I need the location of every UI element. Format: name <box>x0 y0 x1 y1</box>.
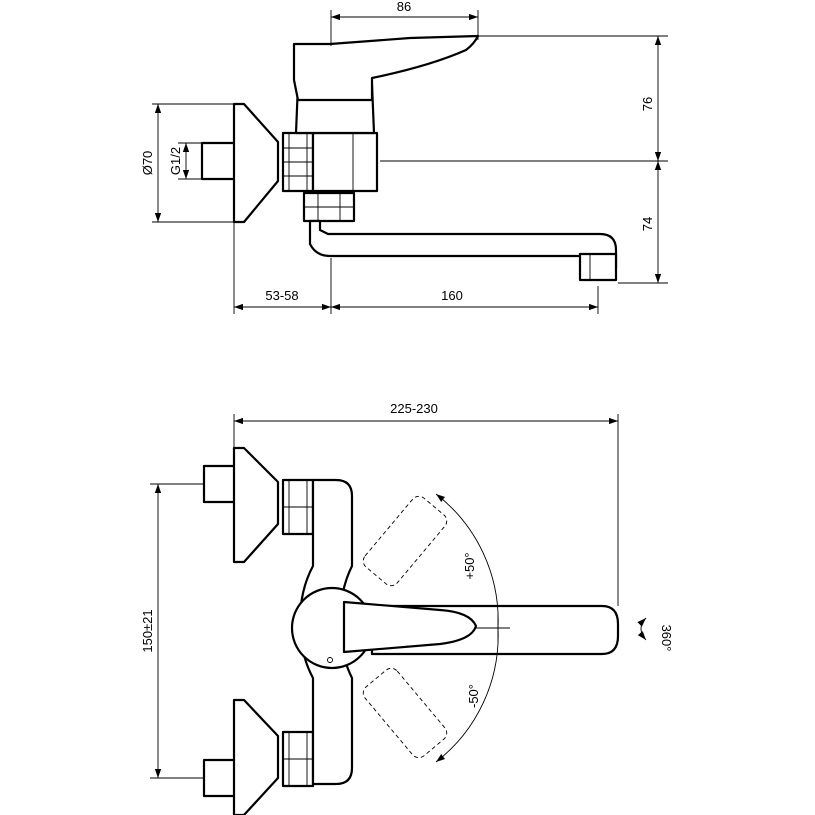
dim-height-lever: 76 <box>640 97 655 111</box>
side-view <box>200 34 618 282</box>
dim-rotation: 360° <box>659 625 674 652</box>
dim-angle-minus: -50° <box>466 684 481 708</box>
top-lower-pipe <box>202 758 238 798</box>
rotation-arrow <box>637 617 647 641</box>
side-spout <box>308 219 618 270</box>
side-inlet-pipe <box>200 141 238 181</box>
side-aerator <box>578 252 618 282</box>
angle-arc-minus <box>435 627 499 763</box>
side-rosette <box>232 102 280 224</box>
dim-angle-plus: +50° <box>462 552 477 579</box>
top-lower-rosette <box>232 698 280 815</box>
dim-lever-reach: 86 <box>397 0 411 14</box>
dim-spout-reach: 160 <box>441 288 463 303</box>
dim-height-spout: 74 <box>640 217 655 231</box>
side-dimensions: 86 76 74 Ø70 G1/2 53-58 160 <box>140 0 668 314</box>
dim-thread: G1/2 <box>168 147 183 175</box>
top-lever-screw <box>327 657 333 663</box>
top-view <box>202 446 620 815</box>
side-mixer-body <box>311 131 379 193</box>
top-upper-nut <box>281 478 315 536</box>
top-lower-nut <box>281 730 315 788</box>
side-hex-nut <box>281 131 315 193</box>
dim-center-distance: 150±21 <box>140 609 155 652</box>
dim-wall-offset: 53-58 <box>265 288 298 303</box>
top-lever-plus50 <box>362 495 448 587</box>
top-dimensions: 225-230 150±21 +50° -50° 360° <box>140 401 674 779</box>
top-upper-rosette <box>232 446 280 564</box>
side-lever <box>292 34 480 102</box>
dim-rosette-diameter: Ø70 <box>140 151 155 176</box>
top-upper-pipe <box>202 464 238 504</box>
top-lever-handle <box>342 600 478 654</box>
angle-arc-plus <box>435 493 499 629</box>
dim-total-width: 225-230 <box>390 401 438 416</box>
side-lower-nut <box>302 191 356 223</box>
top-lever-minus50 <box>362 667 448 759</box>
